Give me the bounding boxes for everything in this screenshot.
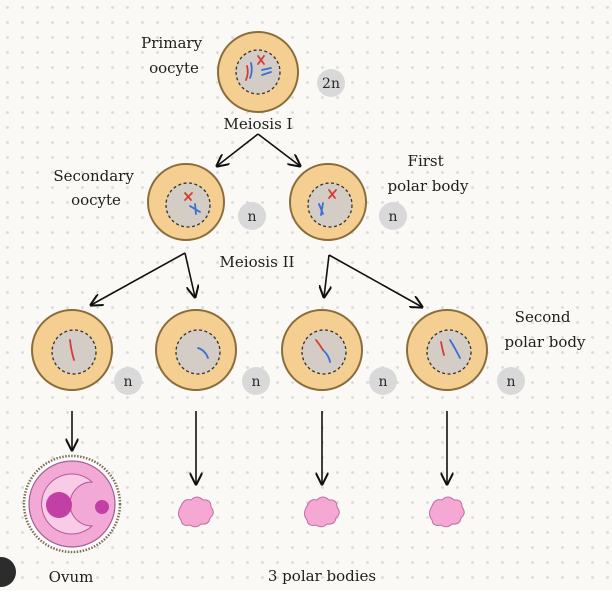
- svg-text:2n: 2n: [322, 76, 340, 92]
- first-polar-body-cell: [289, 163, 367, 241]
- arrow-secondary-to-cell1: [91, 252, 186, 305]
- arrow-primary-to-secondary: [217, 133, 259, 166]
- svg-text:n: n: [251, 374, 260, 390]
- svg-text:n: n: [247, 209, 256, 225]
- arrow-first-polar-to-cell3: [324, 254, 329, 297]
- ovum-cell: [22, 454, 122, 554]
- svg-text:n: n: [388, 209, 397, 225]
- ploidy-badge-primary: 2n: [317, 69, 345, 97]
- chromosomes: [318, 189, 337, 216]
- chromosomes: [184, 192, 201, 215]
- ploidy-badge-first-polar-body: n: [379, 202, 407, 230]
- bottom-strip: [0, 590, 612, 596]
- chromosomes: [245, 55, 272, 81]
- svg-text:n: n: [123, 374, 132, 390]
- label-meiosis-1: Meiosis I: [224, 115, 293, 133]
- svg-text:n: n: [506, 374, 515, 390]
- label-secondary-oocyte: Secondary oocyte: [53, 167, 138, 209]
- svg-text:n: n: [378, 374, 387, 390]
- secondary-oocyte-cell: [147, 163, 225, 241]
- polar-body-3: [429, 496, 465, 528]
- polar-body-2: [304, 496, 340, 528]
- arrows: [72, 133, 447, 484]
- ploidy-badge-cell-3: n: [369, 367, 397, 395]
- polar-body-1: [178, 496, 214, 528]
- corner-badge: [0, 557, 16, 587]
- ploidy-badge-secondary-oocyte: n: [238, 202, 266, 230]
- ploidy-badge-cell-1: n: [114, 367, 142, 395]
- arrow-first-polar-to-cell4: [328, 254, 422, 307]
- label-primary-oocyte: Primary oocyte: [141, 34, 207, 77]
- arrow-primary-to-first-polar: [257, 133, 300, 166]
- label-second-polar-body: Second polar body: [504, 308, 586, 351]
- arrow-secondary-to-cell2: [184, 252, 195, 297]
- label-meiosis-2: Meiosis II: [220, 253, 295, 271]
- stage3-cell-1: [31, 309, 113, 391]
- stage3-cell-3: [281, 309, 363, 391]
- ploidy-badge-cell-2: n: [242, 367, 270, 395]
- primary-oocyte-cell: [217, 31, 299, 113]
- stage3-cell-2: [155, 309, 237, 391]
- label-ovum: Ovum: [49, 568, 94, 586]
- label-polar-bodies: 3 polar bodies: [268, 567, 376, 585]
- ploidy-badge-cell-4: n: [497, 367, 525, 395]
- label-first-polar-body: First polar body: [387, 152, 469, 195]
- stage3-cell-4: [406, 309, 488, 391]
